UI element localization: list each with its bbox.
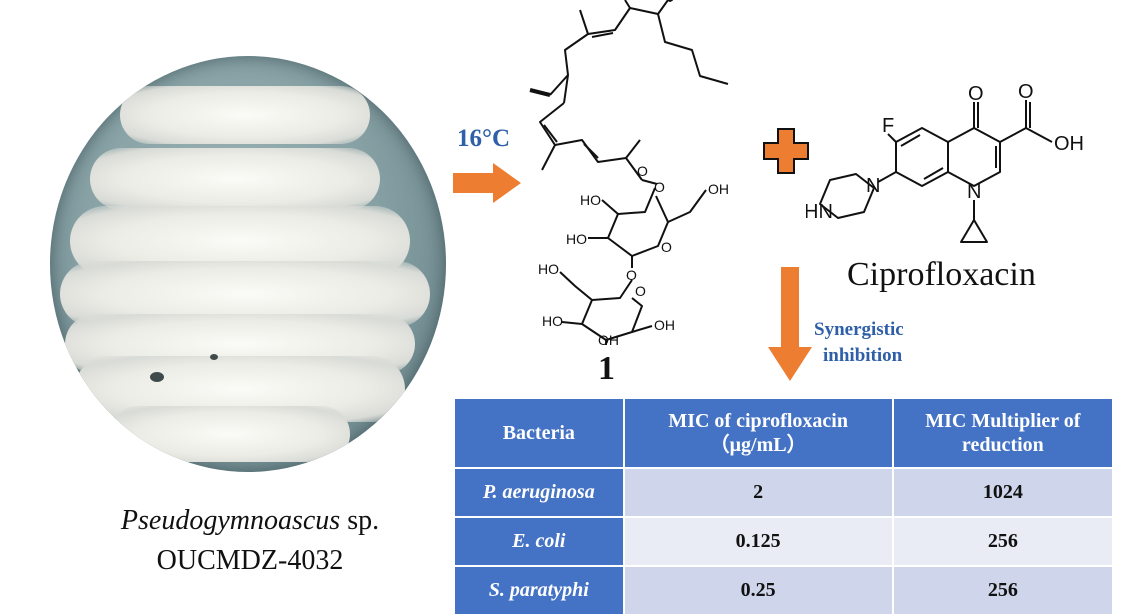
mic-table: Bacteria MIC of ciprofloxacin（μg/mL） MIC…	[453, 397, 1115, 616]
atom-o: O	[635, 283, 646, 299]
organism-genus: Pseudogymnoascus	[120, 505, 341, 536]
compound-number: 1	[598, 350, 615, 387]
atom-o: O	[968, 83, 984, 105]
fungal-streak	[110, 406, 350, 462]
compound-1-structure: O O HO OH O HO O O HO HO OH OH	[529, 0, 729, 345]
synergy-label-line2: inhibition	[823, 345, 903, 366]
header-bacteria: Bacteria	[453, 397, 625, 469]
cell-multiplier: 1024	[891, 467, 1115, 518]
cell-bacteria: P. aeruginosa	[453, 467, 625, 518]
cell-multiplier: 256	[891, 565, 1115, 616]
atom-hn: HN	[806, 201, 833, 223]
atom-ho: HO	[538, 261, 559, 277]
cell-mic: 2	[622, 467, 894, 518]
culture-arrow-icon	[453, 163, 521, 203]
atom-o: O	[626, 267, 637, 283]
colony-spot	[150, 372, 164, 382]
table-row: P. aeruginosa 2 1024	[453, 467, 1115, 518]
atom-n: N	[967, 181, 981, 203]
plus-icon	[763, 128, 809, 174]
ciprofloxacin-label: Ciprofloxacin	[847, 256, 1036, 293]
table-row: S. paratyphi 0.25 256	[453, 565, 1115, 616]
cell-mic: 0.125	[622, 516, 894, 567]
synergy-arrow-icon	[768, 267, 812, 381]
colony-spot	[210, 354, 218, 360]
atom-oh: OH	[708, 181, 729, 197]
culture-temperature: 16°C	[457, 125, 511, 152]
atom-ho: HO	[566, 231, 587, 247]
header-mic: MIC of ciprofloxacin（μg/mL）	[622, 397, 894, 469]
atom-oh: OH	[654, 317, 675, 333]
atom-n: N	[866, 175, 880, 197]
fungal-streak	[120, 86, 370, 144]
atom-f: F	[882, 115, 894, 137]
atom-oh: OH	[598, 332, 619, 345]
synergy-label-line1: Synergistic	[814, 319, 904, 340]
organism-suffix: sp.	[347, 505, 380, 536]
atom-oh: OH	[1054, 133, 1084, 155]
atom-o: O	[637, 163, 648, 179]
fungal-streak	[90, 148, 380, 210]
atom-ho: HO	[542, 313, 563, 329]
cell-bacteria: E. coli	[453, 516, 625, 567]
cell-bacteria: S. paratyphi	[453, 565, 625, 616]
atom-ho: HO	[580, 192, 601, 208]
ciprofloxacin-structure: F O O OH N N HN	[806, 81, 1084, 243]
table-row: E. coli 0.125 256	[453, 516, 1115, 567]
cell-multiplier: 256	[891, 516, 1115, 567]
petri-dish-photo	[50, 56, 446, 472]
organism-strain: OUCMDZ-4032	[156, 545, 344, 576]
cell-mic: 0.25	[622, 565, 894, 616]
atom-o: O	[654, 179, 665, 195]
atom-o: O	[661, 239, 672, 255]
organism-name: Pseudogymnoascus sp.	[40, 504, 460, 538]
table-header-row: Bacteria MIC of ciprofloxacin（μg/mL） MIC…	[453, 397, 1115, 469]
atom-o: O	[1018, 81, 1034, 103]
